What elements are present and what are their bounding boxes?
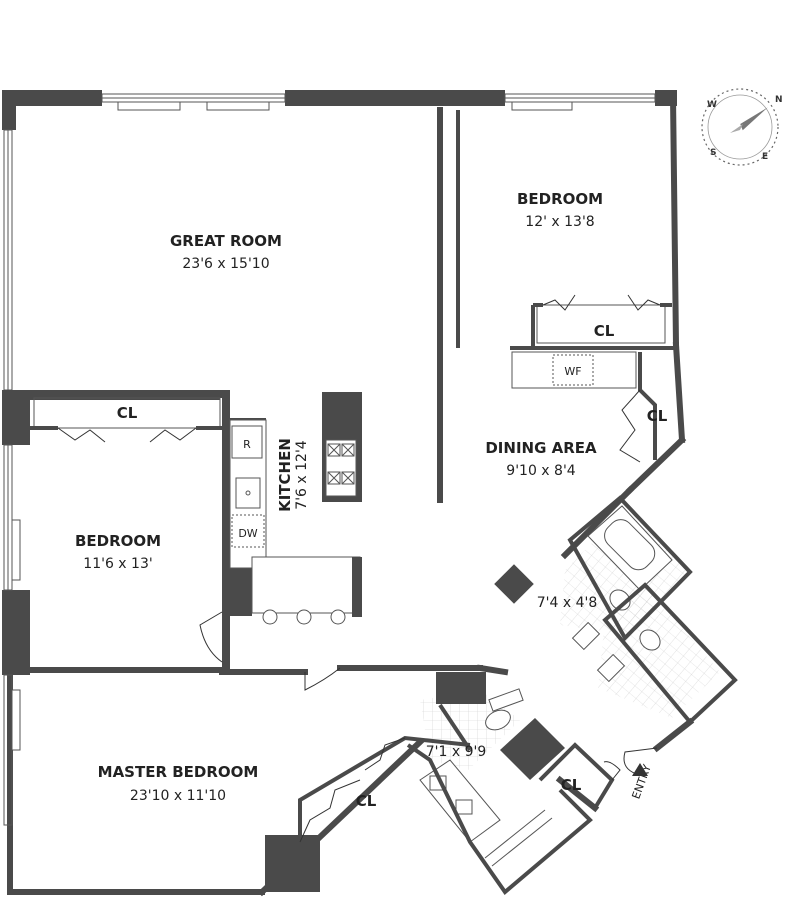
compass-s: S xyxy=(710,148,716,158)
interior-walls xyxy=(2,107,738,895)
compass-n: N xyxy=(775,95,783,105)
compass-w: W xyxy=(707,100,717,110)
bedroom-w-name: BEDROOM xyxy=(75,532,161,550)
closet-label-ne: CL xyxy=(594,322,615,340)
bedroom-ne-name: BEDROOM xyxy=(517,190,603,208)
kitchen-size: 7'6 x 12'4 xyxy=(294,440,310,510)
master-size: 23'10 x 11'10 xyxy=(130,788,226,804)
bath-1-size: 7'4 x 4'8 xyxy=(537,595,598,611)
room-labels: GREAT ROOM 23'6 x 15'10 BEDROOM 12' x 13… xyxy=(75,190,668,810)
compass-e: E xyxy=(762,152,768,162)
great-room-name: GREAT ROOM xyxy=(170,232,282,250)
closet-label-entry: CL xyxy=(561,776,582,794)
windows xyxy=(3,93,656,826)
master-name: MASTER BEDROOM xyxy=(98,763,259,781)
exterior-walls xyxy=(2,90,687,897)
closet-label-dining: CL xyxy=(647,407,668,425)
bath-2-size: 7'1 x 9'9 xyxy=(426,744,487,760)
kitchen-name: KITCHEN xyxy=(276,438,294,512)
closet-label-master: CL xyxy=(356,792,377,810)
compass-icon: N E S W xyxy=(701,88,783,166)
entry-arrow-icon xyxy=(632,763,648,776)
bedroom-w-size: 11'6 x 13' xyxy=(83,556,152,572)
dining-name: DINING AREA xyxy=(485,439,597,457)
dishwasher-label: DW xyxy=(238,527,257,540)
dining-size: 9'10 x 8'4 xyxy=(506,463,576,479)
washer-label: WF xyxy=(564,365,581,378)
closet-label-w: CL xyxy=(117,404,138,422)
bedroom-ne-size: 12' x 13'8 xyxy=(525,214,594,230)
refrigerator-label: R xyxy=(243,438,251,451)
great-room-size: 23'6 x 15'10 xyxy=(182,256,269,272)
